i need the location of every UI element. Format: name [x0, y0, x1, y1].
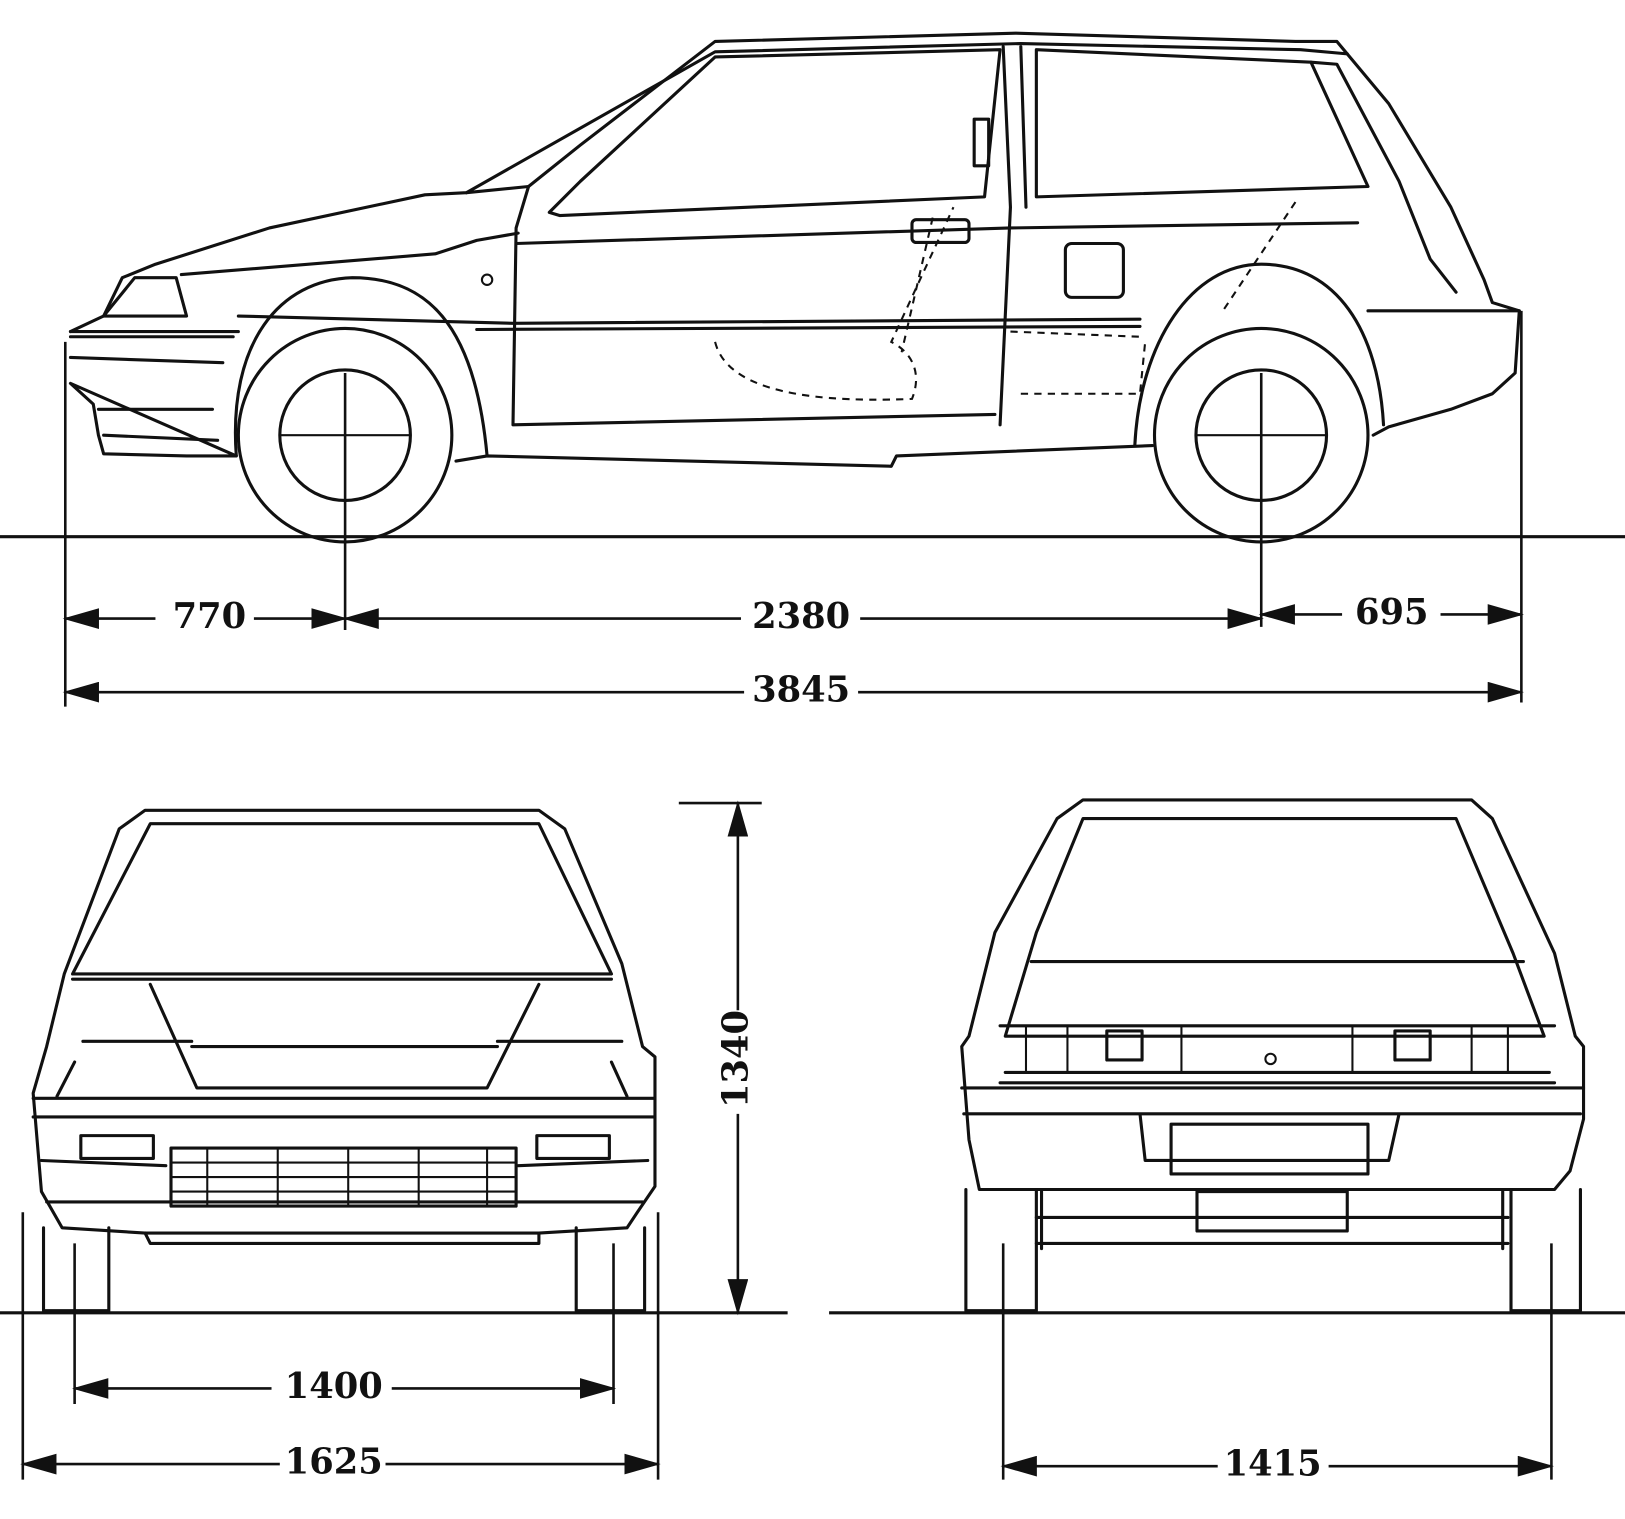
side-b-pillar — [998, 45, 1028, 427]
side-door-window — [547, 48, 1002, 218]
height-label: 1340 — [715, 1010, 756, 1108]
side-front-arch — [233, 276, 489, 458]
rear-axle — [1034, 1190, 1510, 1251]
front-windshield — [70, 822, 614, 976]
side-roof-line — [464, 41, 1349, 195]
front-bumper — [31, 1096, 657, 1204]
side-c-pillar — [1309, 60, 1458, 294]
wheelbase-label: 2380 — [752, 596, 850, 637]
front-overhang-label: 770 — [173, 596, 247, 637]
side-headlight — [102, 276, 189, 318]
side-seat-outline — [714, 201, 1297, 401]
front-track-label: 1400 — [285, 1366, 383, 1407]
front-left-tire — [41, 1226, 111, 1313]
rear-lock — [1264, 1052, 1277, 1066]
side-extension-lines — [63, 310, 1523, 707]
rear-hatch-glass — [1003, 817, 1546, 1038]
rear-left-reflector — [1105, 1029, 1144, 1062]
side-view: 770 2380 695 3845 — [0, 31, 1625, 711]
rear-bumper — [960, 1086, 1586, 1163]
front-left-lamp — [79, 1134, 155, 1160]
front-body-outline — [31, 808, 657, 1235]
rear-track-label: 1415 — [1224, 1444, 1322, 1485]
side-front-bumper — [68, 335, 235, 442]
side-key-lock — [480, 273, 494, 286]
side-mirror — [972, 117, 991, 168]
rear-license-plate — [1169, 1122, 1370, 1176]
rear-view: 1415 — [829, 798, 1625, 1485]
side-body-outline — [68, 31, 1521, 468]
front-right-tire — [574, 1226, 647, 1313]
front-fenders — [55, 1039, 629, 1098]
front-underbody — [143, 1231, 541, 1245]
rear-overhang-label: 695 — [1355, 592, 1429, 633]
rear-lamp-dividers — [1024, 1025, 1509, 1073]
rear-body-outline — [960, 798, 1586, 1192]
rear-left-tire — [964, 1187, 1038, 1313]
side-rear-window — [1034, 48, 1370, 199]
rear-muffler — [1195, 1190, 1349, 1233]
overall-length-label: 3845 — [752, 670, 850, 711]
side-fuel-door — [1063, 241, 1125, 299]
rear-right-tire — [1509, 1187, 1582, 1313]
front-extension-lines — [21, 801, 762, 1480]
side-belt-line — [179, 221, 1360, 277]
front-grille-slats — [170, 1148, 517, 1207]
rear-right-reflector — [1393, 1029, 1432, 1062]
front-hood — [70, 977, 614, 1090]
side-door-front-edge — [511, 184, 997, 427]
rear-hatch-panel — [998, 959, 1557, 1085]
front-view: 1340 1400 1625 — [0, 800, 788, 1483]
rear-extension-lines — [1001, 1243, 1553, 1480]
front-right-lamp — [535, 1134, 611, 1160]
overall-width-label: 1625 — [285, 1442, 383, 1483]
side-rear-arch — [1133, 262, 1386, 448]
side-door-handle — [910, 218, 971, 245]
side-body-crease — [68, 309, 1521, 334]
